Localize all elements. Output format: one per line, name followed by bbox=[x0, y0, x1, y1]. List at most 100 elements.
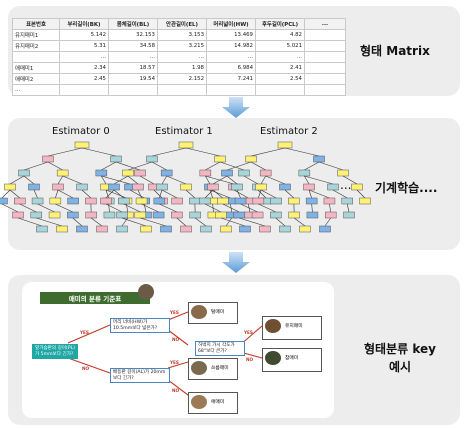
tree-edge bbox=[115, 161, 141, 171]
tree-edge bbox=[90, 217, 103, 227]
tree-edge bbox=[304, 161, 320, 171]
tree-node bbox=[171, 197, 183, 205]
tree-node bbox=[36, 225, 48, 233]
no-label-1: NO bbox=[82, 366, 90, 371]
tree-edge bbox=[23, 175, 35, 185]
tree-node bbox=[299, 225, 311, 233]
tree-edge bbox=[176, 217, 187, 227]
tree-node bbox=[343, 211, 355, 219]
tree-edge bbox=[258, 203, 276, 213]
tree-edge bbox=[121, 217, 147, 227]
tree-edge bbox=[236, 189, 241, 199]
tree-edge bbox=[19, 203, 37, 213]
tree-edge bbox=[47, 147, 83, 157]
tree-node bbox=[200, 225, 212, 233]
tree-edge bbox=[1, 203, 19, 213]
tree-edge bbox=[105, 189, 127, 199]
tree-edge bbox=[101, 175, 107, 185]
tree-edge bbox=[17, 217, 43, 227]
tree-edge bbox=[81, 147, 117, 157]
tree-edge bbox=[127, 175, 139, 185]
tree-edge bbox=[57, 189, 74, 199]
machine-learning-label: 기계학습.... bbox=[375, 181, 438, 195]
tree-edge bbox=[9, 175, 25, 185]
tree-node bbox=[319, 225, 331, 233]
tree-edge bbox=[57, 175, 63, 185]
tree-node bbox=[48, 211, 61, 219]
tree-edge bbox=[258, 189, 262, 199]
result-robust-cicada: 참매미 bbox=[262, 348, 322, 372]
tree-edge bbox=[81, 189, 92, 199]
tree-edge bbox=[356, 189, 366, 199]
tree-edge bbox=[113, 189, 124, 199]
yes-label-4: YES bbox=[244, 330, 253, 335]
matrix-label: 형태 Matrix bbox=[360, 44, 430, 58]
tree-edge bbox=[209, 189, 213, 199]
tree-edge bbox=[159, 189, 163, 199]
tree-edge bbox=[222, 203, 240, 213]
tree-edge bbox=[329, 203, 332, 213]
tree-edge bbox=[284, 147, 320, 157]
tree-edge bbox=[9, 189, 20, 199]
result-walker-cicada: 애매미 bbox=[188, 392, 238, 414]
tree-edge bbox=[205, 175, 211, 185]
tree-edge bbox=[55, 189, 59, 199]
tree-edge bbox=[123, 203, 141, 213]
tree-edge bbox=[33, 189, 38, 199]
tree-node bbox=[160, 225, 172, 233]
key-label-line2: 예시 bbox=[388, 360, 412, 374]
cicada-photo bbox=[138, 284, 154, 300]
result-label: 애매미 bbox=[211, 400, 225, 405]
key-label-line1: 형태분류 key bbox=[364, 342, 436, 356]
tree-edge bbox=[225, 217, 232, 227]
tree-edge bbox=[226, 161, 252, 171]
matrix-header-cell: 부리길이(BK) bbox=[59, 18, 109, 30]
tree-node bbox=[359, 197, 371, 205]
tree-edge bbox=[240, 203, 258, 213]
matrix-cell bbox=[304, 84, 346, 96]
tree-edge bbox=[185, 189, 196, 199]
root-question: 앞가슴판의 길이(PL)가 5mm보다 긴가? bbox=[32, 344, 78, 360]
tree-edge bbox=[105, 189, 115, 199]
yes-label-3: YES bbox=[170, 360, 179, 365]
tree-edge bbox=[304, 175, 334, 185]
tree-edge bbox=[47, 161, 63, 171]
tree-edge bbox=[205, 161, 221, 171]
estimators-ellipsis: ... bbox=[340, 178, 352, 192]
tree-edge bbox=[72, 217, 83, 227]
tree-edge bbox=[250, 161, 266, 171]
tree-edge bbox=[105, 203, 123, 213]
estimator-title-1: Estimator 1 bbox=[155, 126, 213, 137]
tree-edge bbox=[243, 175, 259, 185]
tree-edge bbox=[23, 161, 49, 171]
tree-edge bbox=[220, 217, 246, 227]
tree-edge bbox=[212, 189, 223, 199]
tree-edge bbox=[239, 217, 266, 227]
tree-edge bbox=[209, 189, 231, 199]
estimator-title-0: Estimator 0 bbox=[52, 126, 110, 137]
tree-node bbox=[259, 225, 271, 233]
tree-edge bbox=[55, 203, 73, 213]
tree-edge bbox=[324, 217, 331, 227]
tree-edge bbox=[260, 189, 277, 199]
tree-edge bbox=[308, 189, 312, 199]
result-label: 쓰름매미 bbox=[211, 366, 229, 371]
tree-edge bbox=[161, 175, 167, 185]
tree-node bbox=[220, 225, 232, 233]
robust-cicada-photo bbox=[265, 351, 281, 365]
tree-edge bbox=[275, 217, 286, 227]
tree-node bbox=[252, 197, 265, 205]
question-abdomen-length: 배등판 길이(AL)가 20mm보다 긴가? bbox=[110, 368, 170, 384]
tree-edge bbox=[204, 203, 222, 213]
tree-node bbox=[270, 197, 282, 205]
tree-edge bbox=[1, 189, 11, 199]
tree-node bbox=[116, 225, 128, 233]
tree-node bbox=[306, 211, 319, 219]
tree-edge bbox=[257, 189, 267, 199]
tree-edge bbox=[161, 189, 178, 199]
result-label: 털매미 bbox=[211, 310, 225, 315]
tree-node bbox=[96, 225, 108, 233]
yes-label-2: YES bbox=[170, 310, 179, 315]
tree-node bbox=[67, 197, 79, 205]
